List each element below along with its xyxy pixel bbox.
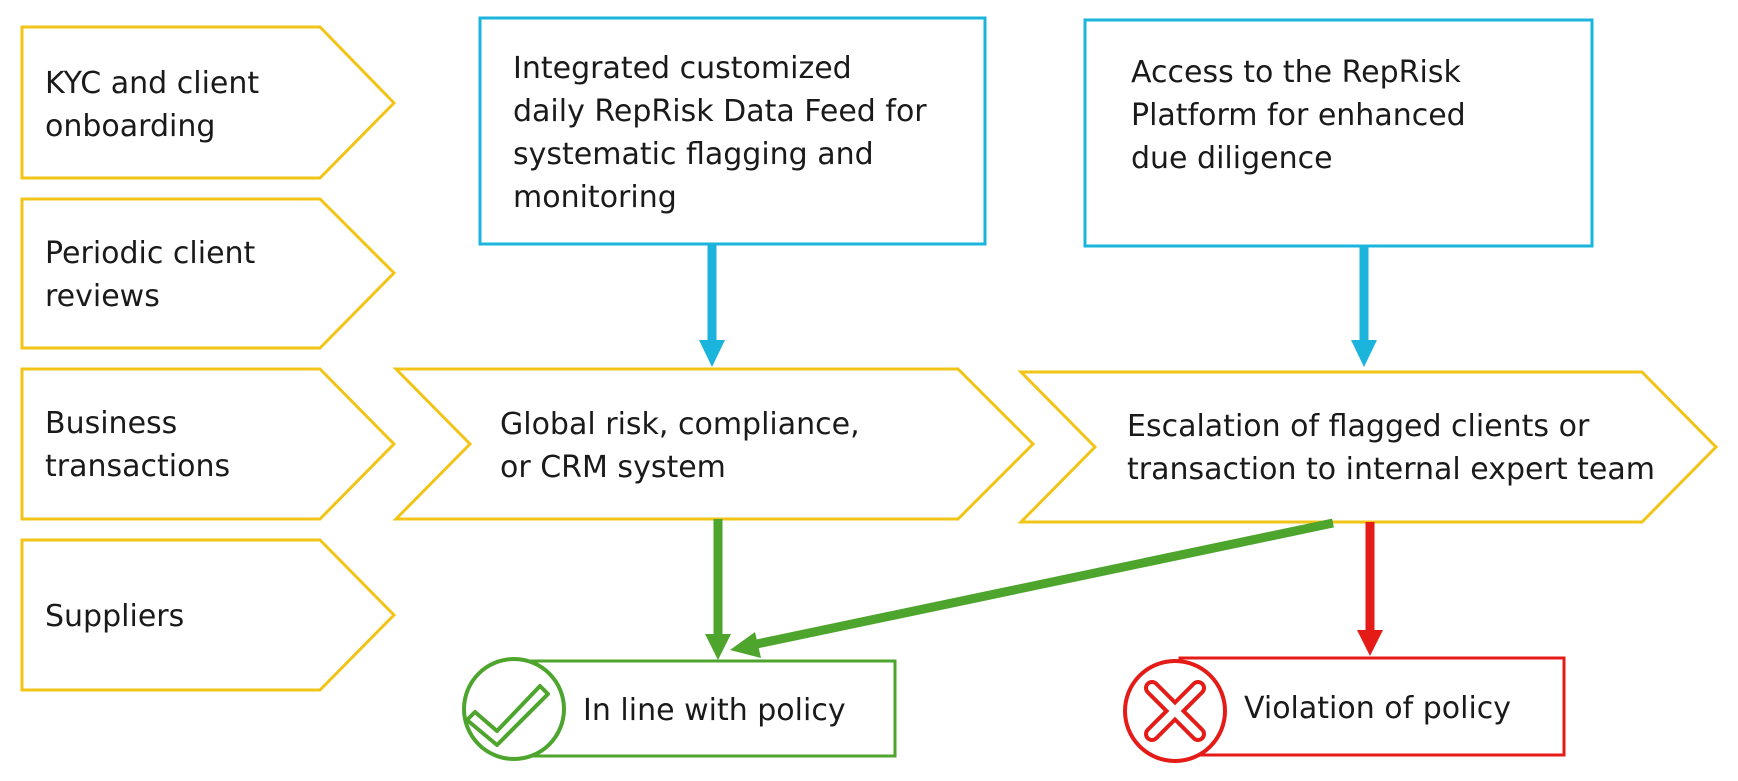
source-business-label: Business transactions: [45, 406, 230, 484]
in-line-outcome-box: [520, 659, 897, 758]
source-kyc: KYC and client onboarding: [20, 25, 397, 180]
check-circle-icon: [462, 657, 566, 761]
global-system-shape: [392, 367, 1036, 521]
source-suppliers-label: Suppliers: [45, 599, 184, 634]
source-suppliers: Suppliers: [20, 538, 397, 692]
source-business: Business transactions: [20, 367, 397, 521]
global-system-chevron: Global risk, compliance, or CRM system: [392, 367, 1036, 521]
violation-outcome: Violation of policy: [1123, 656, 1566, 763]
escalation-shape: [1017, 370, 1719, 524]
source-periodic-shape: [20, 197, 397, 350]
x-circle-icon: [1123, 659, 1227, 763]
platform-access-label: Access to the RepRisk Platform for enhan…: [1131, 55, 1475, 176]
source-periodic-label: Periodic client reviews: [45, 236, 265, 314]
source-kyc-label: KYC and client onboarding: [45, 66, 269, 144]
data-feed-box-shape: [478, 16, 987, 246]
platform-access-box-shape: [1083, 18, 1594, 248]
platform-access-box: Access to the RepRisk Platform for enhan…: [1083, 18, 1594, 248]
violation-outcome-label: Violation of policy: [1244, 691, 1511, 726]
escalation-to-in-line-arrow: [730, 518, 1334, 658]
global-system-to-in-line-arrow: [705, 519, 731, 660]
data-feed-box: Integrated customized daily RepRisk Data…: [478, 16, 987, 246]
escalation-label: Escalation of flagged clients or transac…: [1127, 409, 1655, 487]
source-periodic: Periodic client reviews: [20, 197, 397, 350]
data-feed-arrow: [699, 244, 725, 367]
global-system-label: Global risk, compliance, or CRM system: [500, 407, 869, 485]
source-kyc-shape: [20, 25, 397, 180]
data-feed-label: Integrated customized daily RepRisk Data…: [513, 51, 936, 215]
in-line-outcome-label: In line with policy: [583, 693, 846, 728]
source-suppliers-shape: [20, 538, 397, 692]
source-business-shape: [20, 367, 397, 521]
platform-access-arrow: [1351, 246, 1377, 367]
in-line-outcome: In line with policy: [462, 657, 897, 761]
violation-outcome-box: [1178, 656, 1566, 757]
escalation-to-violation-arrow: [1357, 522, 1383, 656]
escalation-chevron: Escalation of flagged clients or transac…: [1017, 370, 1719, 524]
